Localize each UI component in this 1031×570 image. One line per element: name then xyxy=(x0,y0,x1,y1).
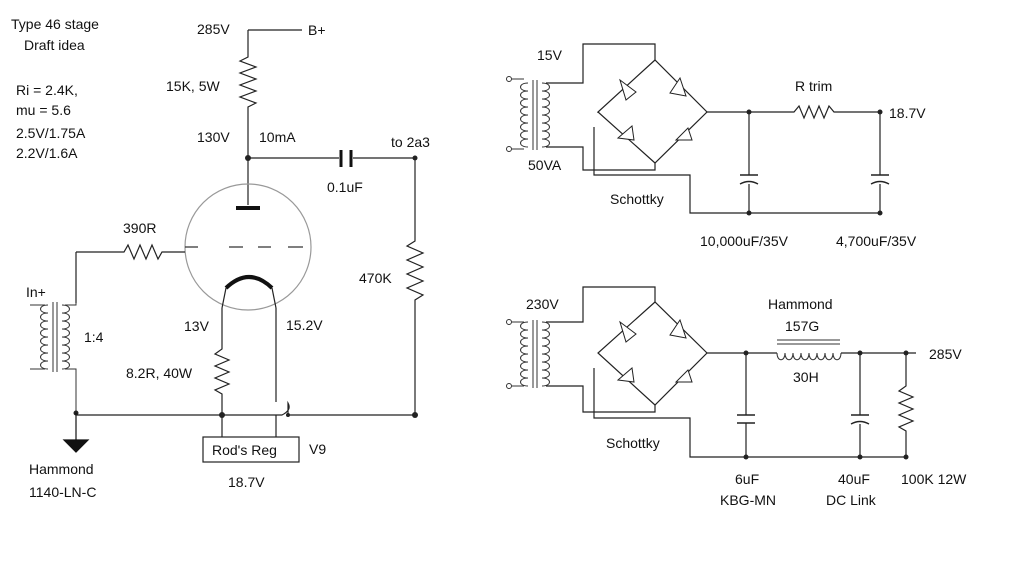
grid-leak-label: 470K xyxy=(359,270,392,286)
coupling-capacitor xyxy=(339,150,353,167)
input-transformer-label-2: 1140-LN-C xyxy=(29,484,96,500)
ri-note: Ri = 2.4K, xyxy=(16,82,78,98)
choke-label-1: Hammond xyxy=(768,296,833,312)
filament-secondary-label: 15V xyxy=(537,47,563,63)
ht-bridge-rectifier xyxy=(597,301,708,406)
bplus-label: B+ xyxy=(308,22,326,38)
plate-voltage-label: 130V xyxy=(197,129,230,145)
input-label: In+ xyxy=(26,284,46,300)
output-label: to 2a3 xyxy=(391,134,430,150)
tube-stage xyxy=(30,29,425,463)
cathode-voltage-label: 13V xyxy=(184,318,210,334)
filament-output-voltage: 18.7V xyxy=(889,105,926,121)
choke-label-2: 157G xyxy=(785,318,819,334)
supply-voltage-label: 285V xyxy=(197,21,230,37)
bleeder-label: 100K 12W xyxy=(901,471,967,487)
filament-transformer-rating: 50VA xyxy=(528,157,562,173)
grid-stopper-resistor xyxy=(120,243,185,261)
input-ratio-label: 1:4 xyxy=(84,329,104,345)
grid-stopper-label: 390R xyxy=(123,220,156,236)
trim-resistor-label: R trim xyxy=(795,78,832,94)
filament-cap-2 xyxy=(870,174,890,185)
regulator-tag: V9 xyxy=(309,441,326,457)
plate-current-label: 10mA xyxy=(259,129,296,145)
ht-cap-2-type: DC Link xyxy=(826,492,877,508)
ht-rectifier-label: Schottky xyxy=(606,435,660,451)
regulator-label: Rod's Reg xyxy=(212,442,277,458)
filament-bridge-rectifier xyxy=(597,59,708,164)
cathode-resistor-label: 8.2R, 40W xyxy=(126,365,193,381)
title-line2: Draft idea xyxy=(24,37,85,53)
filament-voltage-label: 15.2V xyxy=(286,317,323,333)
choke-value-label: 30H xyxy=(793,369,819,385)
ht-cap-1 xyxy=(737,414,755,424)
ht-output-voltage: 285V xyxy=(929,346,962,362)
ht-cap-2-value: 40uF xyxy=(838,471,870,487)
title-line1: Type 46 stage xyxy=(11,16,99,32)
grid-leak-resistor xyxy=(405,237,425,306)
ht-transformer xyxy=(520,320,550,388)
bleeder-resistor xyxy=(897,383,915,434)
filament-transformer xyxy=(520,80,550,150)
regulator-box xyxy=(202,436,300,463)
heater-note-1: 2.5V/1.75A xyxy=(16,125,86,141)
regulator-voltage-label: 18.7V xyxy=(228,474,265,490)
ht-choke xyxy=(776,339,842,361)
filament-supply xyxy=(506,43,890,216)
filament-cap-1 xyxy=(739,174,759,185)
coupling-cap-label: 0.1uF xyxy=(327,179,363,195)
ht-cap-1-type: KBG-MN xyxy=(720,492,776,508)
ht-secondary-label: 230V xyxy=(526,296,559,312)
trim-resistor xyxy=(790,104,840,120)
ht-supply xyxy=(506,286,916,460)
ht-cap-2 xyxy=(850,414,870,425)
filament-rectifier-label: Schottky xyxy=(610,191,664,207)
input-transformer-label-1: Hammond xyxy=(29,461,94,477)
cathode-resistor xyxy=(213,345,231,396)
ground-symbol xyxy=(62,413,90,453)
plate-resistor-label: 15K, 5W xyxy=(166,78,220,94)
input-transformer xyxy=(30,302,77,412)
mu-note: mu = 5.6 xyxy=(16,102,71,118)
plate-resistor xyxy=(238,53,258,113)
filament-cap-1-label: 10,000uF/35V xyxy=(700,233,789,249)
ht-cap-1-value: 6uF xyxy=(735,471,759,487)
heater-note-2: 2.2V/1.6A xyxy=(16,145,78,161)
tube-filament xyxy=(224,275,274,290)
filament-cap-2-label: 4,700uF/35V xyxy=(836,233,917,249)
